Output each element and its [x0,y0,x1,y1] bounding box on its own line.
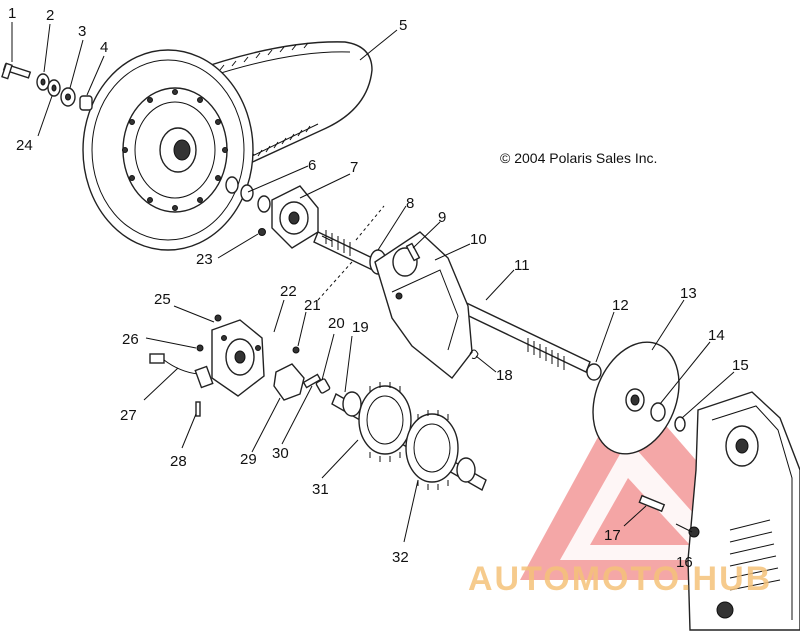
brake-disc [592,341,680,455]
callout-28: 28 [170,453,187,470]
o-ring-15 [674,416,686,432]
nut-16 [688,526,700,538]
callout-15: 15 [732,357,749,374]
callout-32: 32 [392,549,409,566]
callout-10: 10 [470,231,487,248]
callout-11: 11 [514,257,530,274]
shim-washers [225,176,271,213]
gasket-29 [273,363,305,401]
callout-8: 8 [406,195,414,212]
callout-24: 24 [16,137,33,154]
pin-28 [195,401,201,417]
callout-12: 12 [612,297,629,314]
drive-shaft-sprockets [331,382,487,492]
callout-19: 19 [352,319,369,336]
callout-14: 14 [708,327,725,344]
callout-18: 18 [496,367,513,384]
bearing-plate [271,185,319,249]
callout-25: 25 [154,291,171,308]
copyright-notice: © 2004 Polaris Sales Inc. [500,150,657,166]
callout-7: 7 [350,159,358,176]
callout-17: 17 [604,527,621,544]
callout-23: 23 [196,251,213,268]
screw-25 [214,314,222,322]
callout-31: 31 [312,481,329,498]
callout-22: 22 [280,283,297,300]
bolt-17 [638,494,666,513]
spacer-20 [315,378,331,394]
nut-23 [258,228,266,236]
bolt-30 [302,373,322,389]
leader-lines [11,22,735,543]
clip-18 [469,349,479,359]
drive-clutch-assembly [82,41,373,251]
screw-21 [292,346,300,354]
snap-ring-12 [586,363,602,381]
screw-26 [196,344,204,352]
sensor-plate [211,319,265,397]
callout-1: 1 [8,5,16,22]
callout-3: 3 [78,23,86,40]
callout-labels: 1 2 3 4 5 6 7 8 9 10 11 12 13 14 15 16 1… [8,5,749,571]
callout-13: 13 [680,285,697,302]
callout-26: 26 [122,331,139,348]
speed-sensor [149,353,214,389]
callout-16: 16 [676,554,693,571]
callout-9: 9 [438,209,446,226]
watermark-text: AUTOMOTO.HUB [468,560,772,598]
callout-2: 2 [46,7,54,24]
callout-6: 6 [308,157,316,174]
bolt-9 [405,242,421,262]
callout-21: 21 [304,297,321,314]
callout-5: 5 [399,17,407,34]
callout-29: 29 [240,451,257,468]
callout-4: 4 [100,39,108,56]
spacer-4 [79,95,93,111]
clutch-bolt-stack [1,62,93,111]
chaincase-cover [687,391,800,631]
bearing-housing [374,231,473,379]
seal-14 [650,402,666,422]
clutch-bolt-ring [122,89,228,211]
callout-27: 27 [120,407,137,424]
callout-30: 30 [272,445,289,462]
callout-20: 20 [328,315,345,332]
cover-fins [729,519,781,591]
